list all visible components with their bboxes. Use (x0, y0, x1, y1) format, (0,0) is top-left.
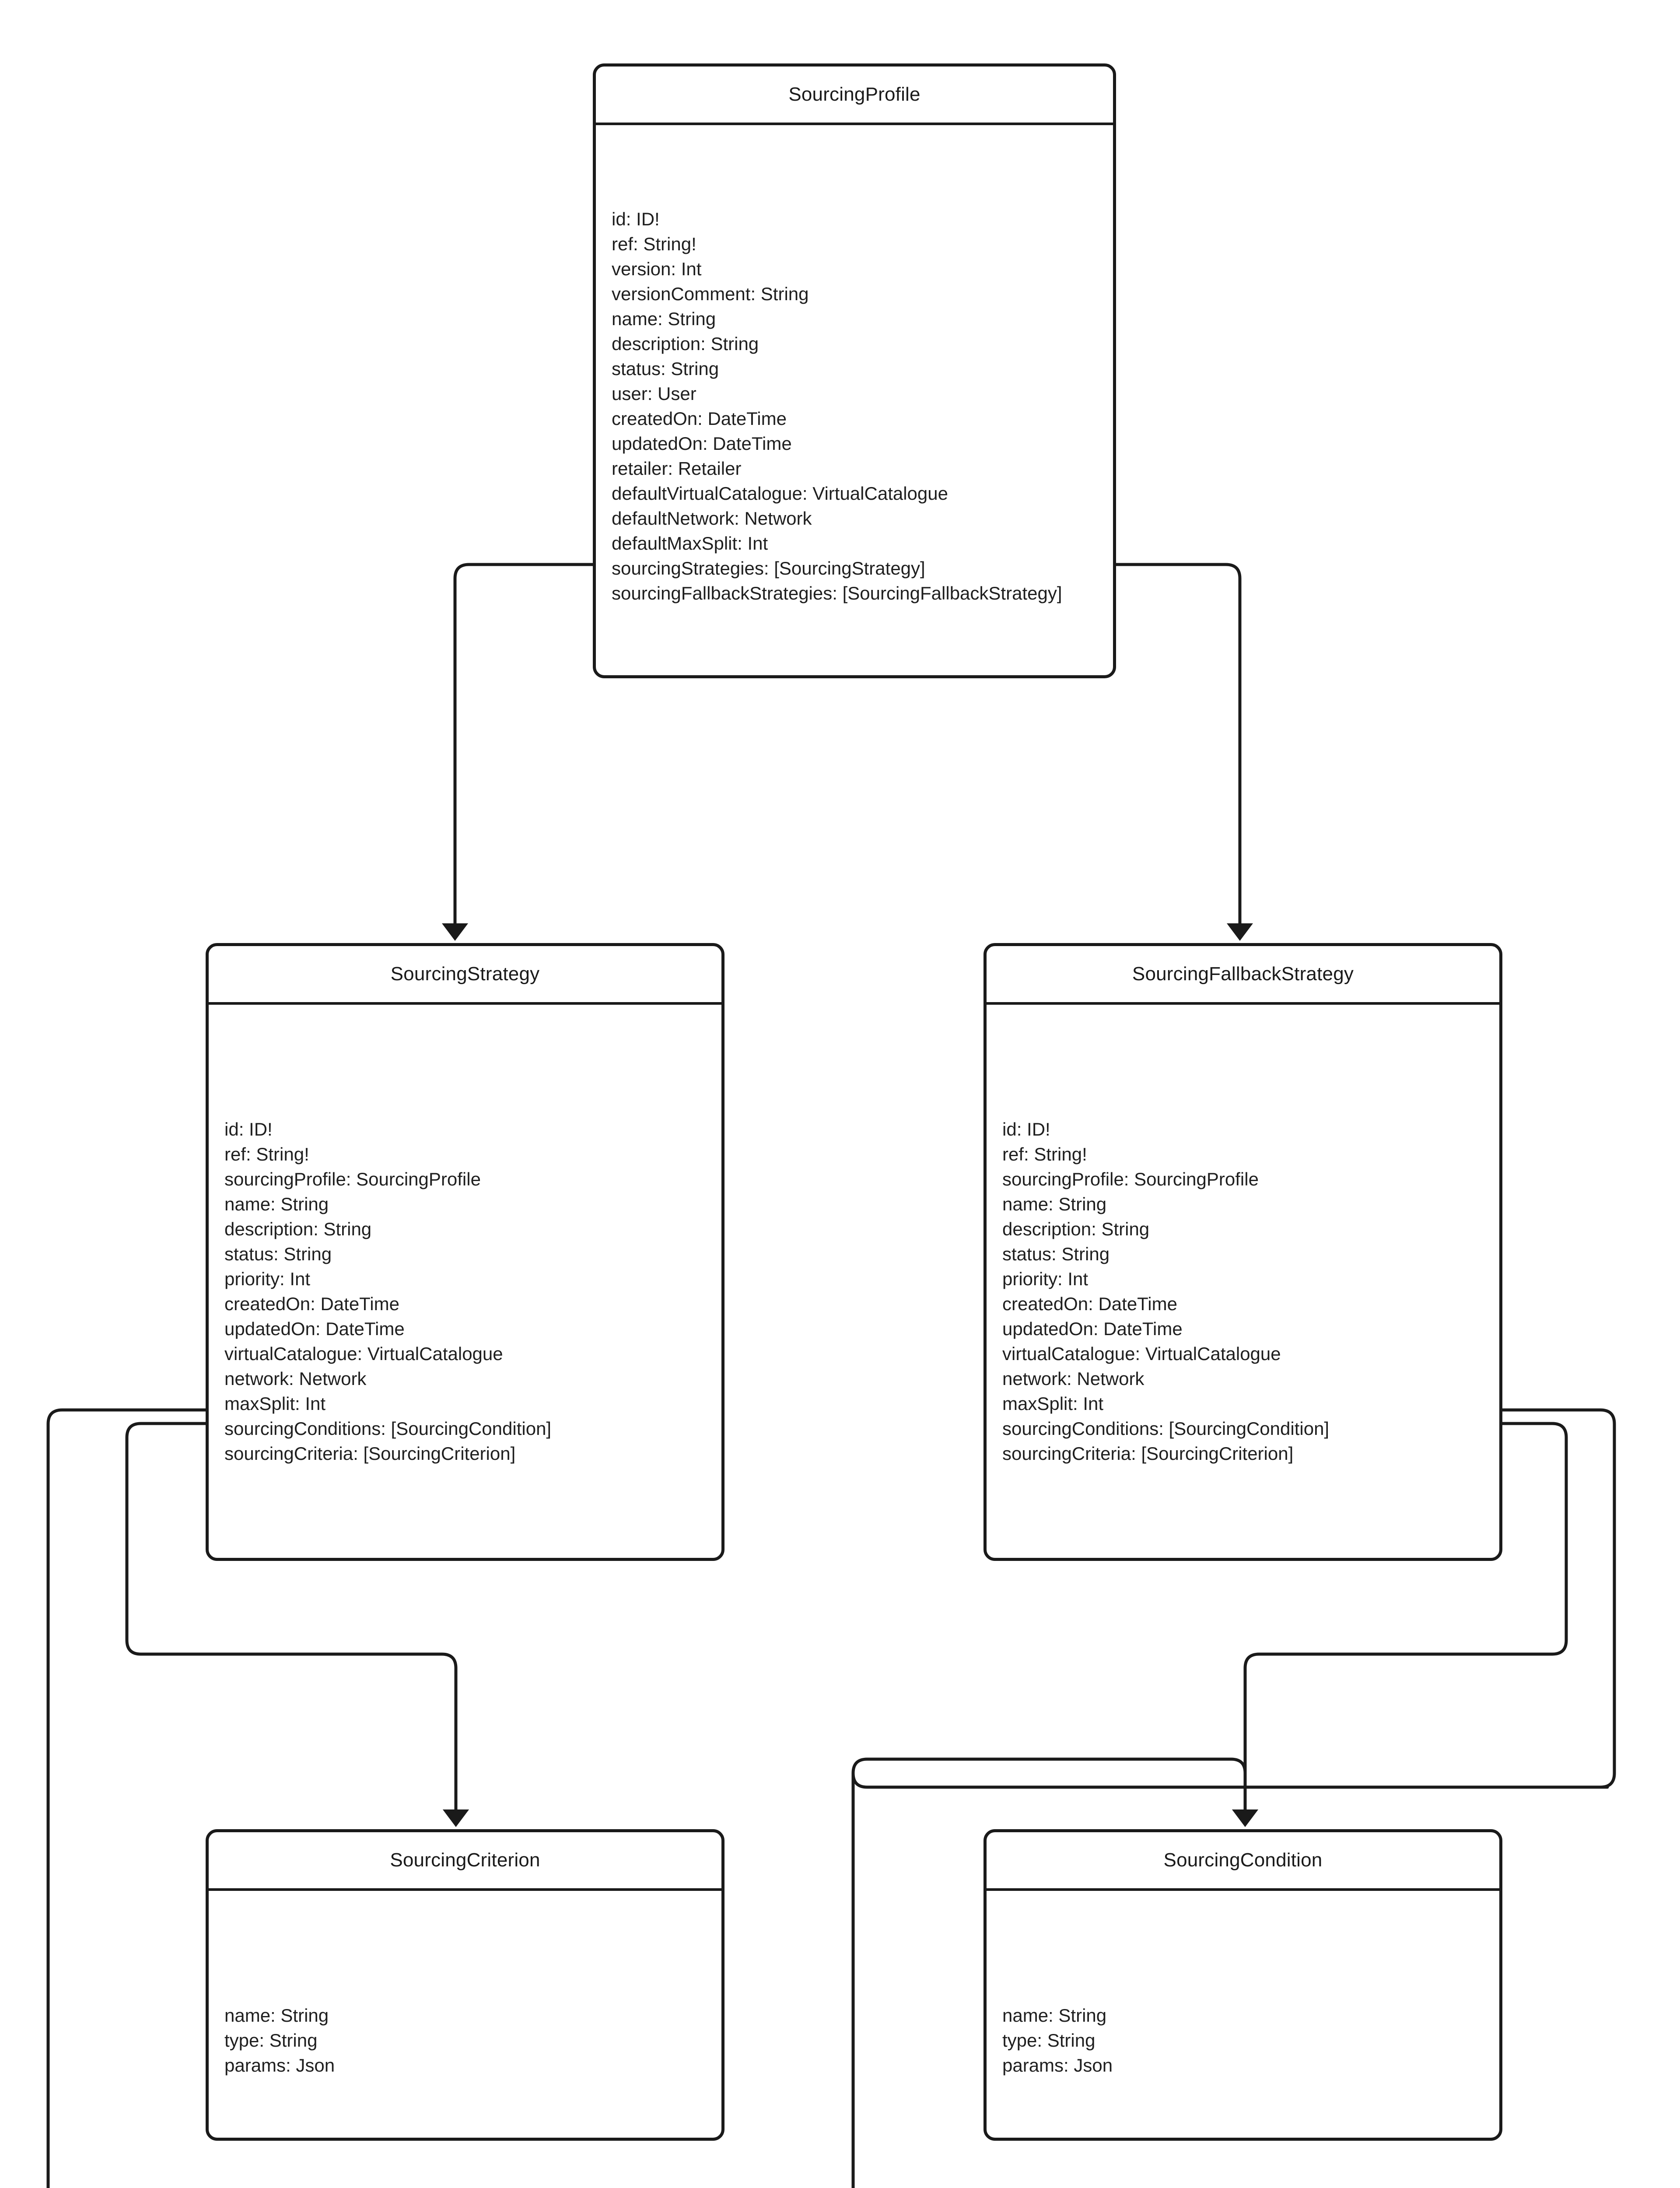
arrowhead-profile-to-strategy (442, 923, 468, 941)
attribute-row: createdOn: DateTime (612, 408, 787, 429)
attribute-row: name: String (1002, 2005, 1107, 2026)
attribute-row: id: ID! (1002, 1119, 1050, 1140)
uml-class-sourcing-profile[interactable]: SourcingProfile id: ID! ref: String! versio… (593, 63, 1116, 678)
attribute-row: retailer: Retailer (612, 458, 742, 479)
attribute-row: updatedOn: DateTime (1002, 1318, 1183, 1339)
class-header-sourcing-strategy: SourcingStrategy (209, 946, 721, 1002)
attribute-row: network: Network (224, 1368, 367, 1389)
attribute-row: description: String (612, 333, 759, 354)
class-attributes-sourcing-criterion: name: String type: String params: Json (209, 2003, 721, 2078)
attribute-row: updatedOn: DateTime (612, 433, 792, 454)
edge-profile-to-fallback-strategy (1114, 563, 1242, 929)
class-header-sourcing-profile: SourcingProfile (596, 67, 1113, 123)
class-attributes-sourcing-condition: name: String type: String params: Json (987, 2003, 1499, 2078)
attribute-row: network: Network (1002, 1368, 1144, 1389)
attribute-row: sourcingCriteria: [SourcingCriterion] (1002, 1443, 1294, 1464)
attribute-row: updatedOn: DateTime (224, 1318, 405, 1339)
class-header-sourcing-criterion: SourcingCriterion (209, 1832, 721, 1888)
attribute-row: sourcingStrategies: [SourcingStrategy] (612, 558, 925, 579)
class-attributes-sourcing-fallback-strategy: id: ID! ref: String! sourcingProfile: Sour… (987, 1117, 1499, 1466)
attribute-row: params: Json (224, 2055, 335, 2076)
class-attributes-sourcing-profile: id: ID! ref: String! version: Int versionCo… (596, 207, 1113, 606)
attribute-row: maxSplit: Int (224, 1393, 326, 1414)
attribute-row: status: String (612, 358, 719, 379)
attribute-row: priority: Int (1002, 1269, 1088, 1289)
attribute-row: defaultNetwork: Network (612, 508, 812, 529)
attribute-row: description: String (1002, 1219, 1150, 1239)
attribute-row: version: Int (612, 259, 702, 279)
arrowhead-fallback-strategy-to-condition (1232, 1809, 1258, 1827)
attribute-row: status: String (1002, 1244, 1110, 1264)
attribute-row: sourcingConditions: [SourcingCondition] (1002, 1418, 1330, 1439)
attribute-row: type: String (224, 2030, 318, 2051)
arrowhead-fallback-strategy-to-criterion (443, 1809, 469, 1827)
attribute-row: status: String (224, 1244, 332, 1264)
class-divider-sourcing-strategy (209, 1002, 721, 1005)
attribute-row: id: ID! (224, 1119, 273, 1140)
attribute-row: sourcingProfile: SourcingProfile (1002, 1169, 1259, 1189)
attribute-row: ref: String! (224, 1144, 309, 1164)
attribute-row: name: String (1002, 1194, 1107, 1214)
attribute-row: sourcingConditions: [SourcingCondition] (224, 1418, 552, 1439)
uml-class-sourcing-strategy[interactable]: SourcingStrategy id: ID! ref: String! sourc… (206, 943, 724, 1561)
attribute-row: virtualCatalogue: VirtualCatalogue (224, 1343, 503, 1364)
attribute-row: virtualCatalogue: VirtualCatalogue (1002, 1343, 1281, 1364)
uml-class-sourcing-fallback-strategy[interactable]: SourcingFallbackStrategy id: ID! ref: Stri… (984, 943, 1502, 1561)
attribute-row: priority: Int (224, 1269, 311, 1289)
class-divider-sourcing-criterion (209, 1888, 721, 1891)
class-title-sourcing-fallback-strategy: SourcingFallbackStrategy (1132, 963, 1354, 985)
class-title-sourcing-profile: SourcingProfile (788, 84, 920, 105)
class-title-sourcing-strategy: SourcingStrategy (390, 963, 540, 985)
attribute-row: sourcingProfile: SourcingProfile (224, 1169, 481, 1189)
class-divider-sourcing-condition (987, 1888, 1499, 1891)
class-header-sourcing-condition: SourcingCondition (987, 1832, 1499, 1888)
uml-class-sourcing-condition[interactable]: SourcingCondition name: String type: Strin… (984, 1829, 1502, 2141)
class-divider-sourcing-profile (596, 123, 1113, 125)
attribute-row: sourcingCriteria: [SourcingCriterion] (224, 1443, 516, 1464)
attribute-row: sourcingFallbackStrategies: [SourcingFal… (612, 583, 1062, 603)
attribute-row: createdOn: DateTime (1002, 1294, 1177, 1314)
attribute-row: type: String (1002, 2030, 1096, 2051)
class-title-sourcing-criterion: SourcingCriterion (390, 1849, 540, 1871)
attribute-row: name: String (224, 1194, 329, 1214)
arrowhead-profile-to-fallback-strategy (1227, 923, 1253, 941)
arrowhead-strategy-to-criterion (443, 1809, 469, 1827)
attribute-row: id: ID! (612, 209, 660, 229)
class-title-sourcing-condition: SourcingCondition (1163, 1849, 1323, 1871)
attribute-row: user: User (612, 383, 696, 404)
attribute-row: defaultVirtualCatalogue: VirtualCatalogu… (612, 483, 948, 504)
uml-class-sourcing-criterion[interactable]: SourcingCriterion name: String type: Strin… (206, 1829, 724, 2141)
edge-profile-to-strategy (453, 563, 595, 929)
attribute-row: description: String (224, 1219, 372, 1239)
class-header-sourcing-fallback-strategy: SourcingFallbackStrategy (987, 946, 1499, 1002)
attribute-row: ref: String! (1002, 1144, 1087, 1164)
class-divider-sourcing-fallback-strategy (987, 1002, 1499, 1005)
attribute-row: params: Json (1002, 2055, 1113, 2076)
attribute-row: name: String (612, 309, 716, 329)
attribute-row: maxSplit: Int (1002, 1393, 1104, 1414)
arrowhead-strategy-to-condition (1232, 1809, 1258, 1827)
attribute-row: defaultMaxSplit: Int (612, 533, 768, 554)
attribute-row: versionComment: String (612, 284, 809, 304)
class-attributes-sourcing-strategy: id: ID! ref: String! sourcingProfile: Sour… (209, 1117, 721, 1466)
attribute-row: name: String (224, 2005, 329, 2026)
attribute-row: ref: String! (612, 234, 696, 254)
attribute-row: createdOn: DateTime (224, 1294, 399, 1314)
